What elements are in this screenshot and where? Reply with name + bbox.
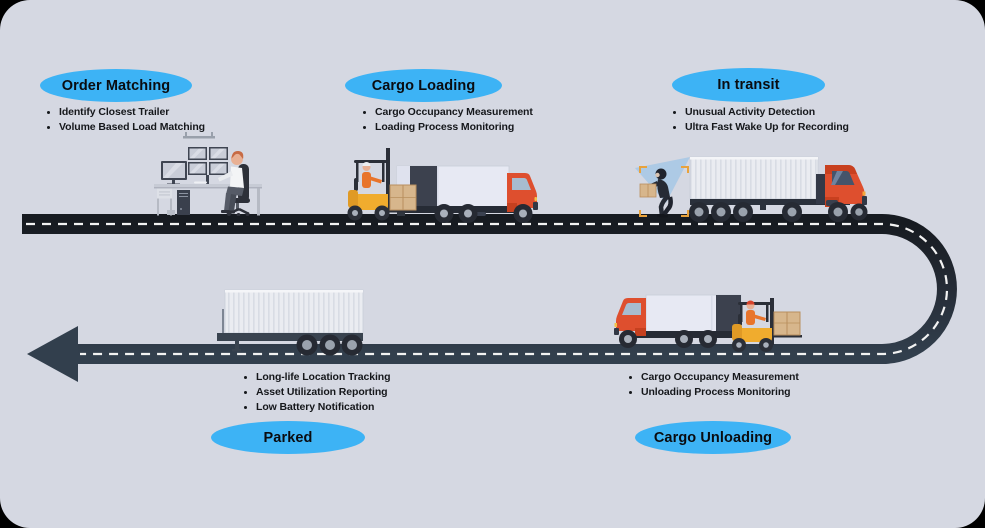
bullet-item: Low Battery Notification <box>241 402 390 413</box>
container-truck-icon <box>689 156 868 222</box>
stage-pill-cargo-loading: Cargo Loading <box>345 69 502 102</box>
desk-icon <box>154 184 262 216</box>
monitor-wall-icon <box>161 147 228 186</box>
order-matching-bullets: Identify Closest Trailer Volume Based Lo… <box>44 106 205 137</box>
bullet-item: Identify Closest Trailer <box>44 106 205 118</box>
forklift-driver-icon <box>362 162 382 188</box>
cargo-unloading-illustration <box>614 294 802 352</box>
box-truck-icon <box>614 294 746 348</box>
forklift-driver-icon <box>746 300 766 325</box>
bullet-item: Cargo Occupancy Measurement <box>360 106 533 118</box>
bullet-item: Ultra Fast Wake Up for Recording <box>670 121 849 133</box>
detection-frame-icon <box>639 166 689 217</box>
thief-icon <box>639 168 673 218</box>
stage-pill-cargo-unloading: Cargo Unloading <box>635 421 791 454</box>
pc-tower-icon <box>167 190 190 215</box>
cargo-loading-illustration <box>347 148 538 223</box>
parked-illustration <box>217 289 364 356</box>
cargo-box-icon <box>389 184 417 211</box>
camera-beam <box>635 157 690 203</box>
bullet-item: Cargo Occupancy Measurement <box>626 371 799 383</box>
bullet-item: Asset Utilization Reporting <box>241 386 390 398</box>
ceiling-lamp-icon <box>183 132 215 139</box>
bullet-item: Unusual Activity Detection <box>670 106 849 118</box>
forklift-icon <box>732 298 802 352</box>
forklift-icon <box>347 148 417 221</box>
in-transit-bullets: Unusual Activity Detection Ultra Fast Wa… <box>670 106 849 137</box>
cargo-unloading-bullets: Cargo Occupancy Measurement Unloading Pr… <box>626 371 799 402</box>
bullet-item: Volume Based Load Matching <box>44 121 205 133</box>
order-matching-illustration <box>154 132 262 216</box>
cargo-loading-bullets: Cargo Occupancy Measurement Loading Proc… <box>360 106 533 137</box>
stage-pill-parked: Parked <box>211 421 365 454</box>
trailer-icon <box>217 289 364 356</box>
operator-person-icon <box>218 150 244 214</box>
stage-pill-in-transit: In transit <box>672 68 825 102</box>
bullet-item: Unloading Process Monitoring <box>626 386 799 398</box>
bullet-item: Loading Process Monitoring <box>360 121 533 133</box>
road-arrow-head <box>27 326 78 382</box>
stage-pill-order-matching: Order Matching <box>40 69 192 102</box>
box-truck-icon <box>396 165 538 223</box>
in-transit-illustration <box>635 156 868 222</box>
cargo-box-icon <box>773 311 801 336</box>
lane-dash-line <box>26 222 949 356</box>
bullet-item: Long-life Location Tracking <box>241 371 390 383</box>
parked-bullets: Long-life Location Tracking Asset Utiliz… <box>241 371 390 417</box>
